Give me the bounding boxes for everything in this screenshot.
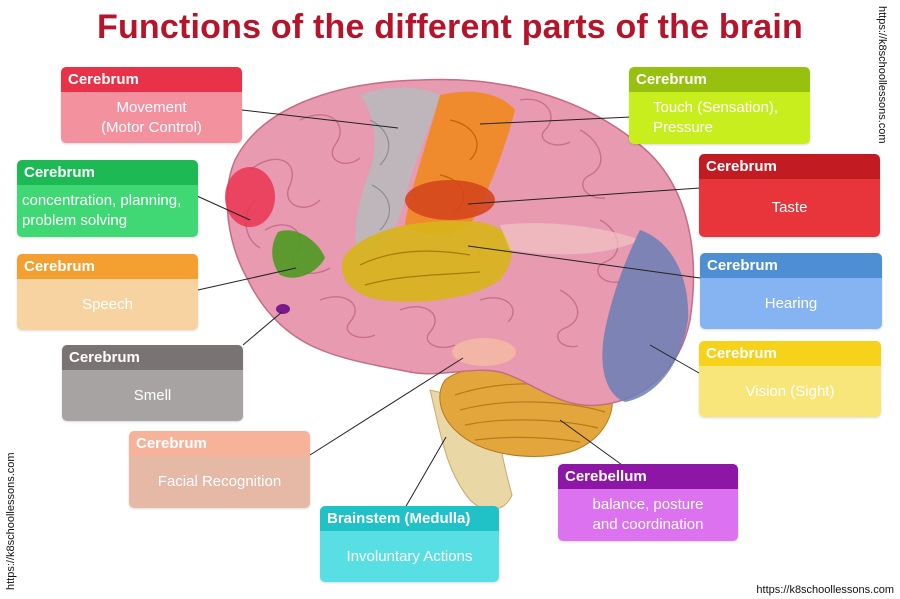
label-text: Taste xyxy=(699,179,880,237)
label-text: Movement (Motor Control) xyxy=(61,92,242,143)
label-text: concentration, planning, problem solving xyxy=(17,185,198,237)
label-heading: Brainstem (Medulla) xyxy=(320,506,499,531)
label-heading: Cerebrum xyxy=(700,253,882,278)
label-text-value: Speech xyxy=(82,295,133,313)
label-text: Speech xyxy=(17,279,198,330)
label-speech: Cerebrum Speech xyxy=(17,254,198,330)
watermark-left: https://k8schoollessons.com xyxy=(5,452,17,590)
label-text: Involuntary Actions xyxy=(320,531,499,582)
label-text: Hearing xyxy=(700,278,882,329)
label-cerebellum: Cerebellum balance, posture and coordina… xyxy=(558,464,738,541)
label-heading: Cerebrum xyxy=(699,154,880,179)
label-text: Smell xyxy=(62,370,243,421)
label-text: Vision (Sight) xyxy=(699,366,881,417)
label-hearing: Cerebrum Hearing xyxy=(700,253,882,329)
label-text-value: Smell xyxy=(133,386,172,404)
label-text-value: Involuntary Actions xyxy=(346,547,473,565)
label-smell: Cerebrum Smell xyxy=(62,345,243,421)
label-movement: Cerebrum Movement (Motor Control) xyxy=(61,67,242,143)
label-heading: Cerebrum xyxy=(629,67,810,92)
label-text-value: Vision (Sight) xyxy=(745,382,835,400)
label-heading: Cerebrum xyxy=(62,345,243,370)
label-concentration: Cerebrum concentration, planning, proble… xyxy=(17,160,198,237)
label-facial-recognition: Cerebrum Facial Recognition xyxy=(129,431,310,508)
watermark-right: https://k8schoollessons.com xyxy=(876,6,888,144)
label-heading: Cerebrum xyxy=(17,160,198,185)
label-brainstem: Brainstem (Medulla) Involuntary Actions xyxy=(320,506,499,582)
label-text: Facial Recognition xyxy=(129,456,310,508)
label-text-value: Facial Recognition xyxy=(157,473,282,490)
label-text: Touch (Sensation), Pressure xyxy=(629,92,810,144)
label-heading: Cerebrum xyxy=(699,341,881,366)
label-text-value: Touch (Sensation), Pressure xyxy=(653,99,779,136)
page-title: Functions of the different parts of the … xyxy=(97,8,803,46)
label-text-value: Movement (Motor Control) xyxy=(101,98,202,136)
label-heading: Cerebrum xyxy=(61,67,242,92)
label-text-value: concentration, planning, problem solving xyxy=(22,192,182,229)
label-touch: Cerebrum Touch (Sensation), Pressure xyxy=(629,67,810,144)
label-text-value: balance, posture and coordination xyxy=(592,496,704,533)
label-text-value: Hearing xyxy=(764,294,818,312)
label-vision: Cerebrum Vision (Sight) xyxy=(699,341,881,417)
label-text-value: Taste xyxy=(771,199,808,216)
label-taste: Cerebrum Taste xyxy=(699,154,880,237)
label-heading: Cerebrum xyxy=(129,431,310,456)
watermark-bottom: https://k8schoollessons.com xyxy=(756,584,894,596)
label-heading: Cerebellum xyxy=(558,464,738,489)
label-text: balance, posture and coordination xyxy=(558,489,738,541)
label-heading: Cerebrum xyxy=(17,254,198,279)
